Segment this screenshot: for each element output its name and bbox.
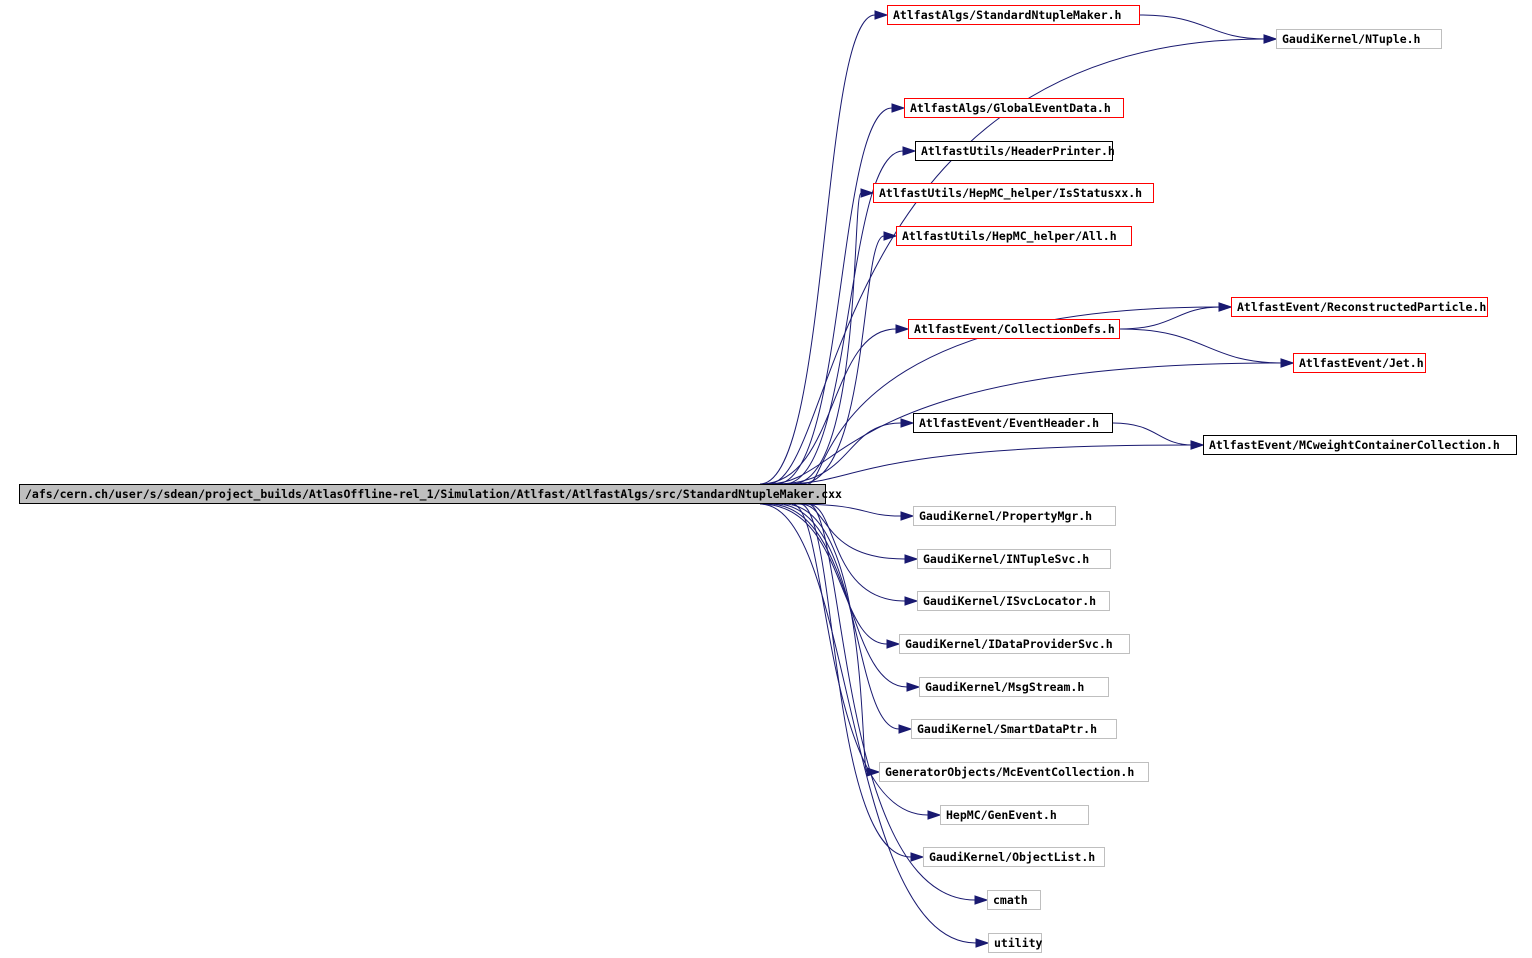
- edge-root-to-is_statusxx_h: [791, 192, 863, 485]
- include-node-utility[interactable]: utility: [988, 933, 1042, 953]
- root-file-node[interactable]: /afs/cern.ch/user/s/sdean/project_builds…: [19, 484, 842, 504]
- include-node-global-event-data-h[interactable]: AtlfastAlgs/GlobalEventData.h: [904, 98, 1124, 118]
- edge-event_header_h-to-mcweight_h: [1112, 422, 1194, 446]
- edge-root-to-header_printer_h: [783, 150, 905, 485]
- include-node-collection-defs-h[interactable]: AtlfastEvent/CollectionDefs.h: [908, 319, 1120, 339]
- arrowhead-intuple_svc_h: [904, 554, 919, 564]
- edge-root-to-hepmc_helper_all_h: [799, 235, 886, 485]
- edge-root-to-intuple_svc_h: [799, 503, 907, 560]
- arrowhead-is_statusxx_h: [860, 188, 875, 198]
- edge-root-to-ntuple_h: [767, 38, 1266, 485]
- include-node-event-header-h[interactable]: AtlfastEvent/EventHeader.h: [913, 413, 1113, 433]
- edge-root-to-collection_defs_h: [759, 328, 898, 485]
- arrowhead-hepmc_helper_all_h: [883, 231, 898, 241]
- arrowhead-idata_provider_svc_h: [886, 639, 901, 649]
- arrowhead-jet_h: [1280, 358, 1295, 368]
- edge-root-to-reconstructed_particle_h: [807, 306, 1221, 485]
- include-node-intuple-svc-h[interactable]: GaudiKernel/INTupleSvc.h: [917, 549, 1111, 569]
- edge-std_ntuple_maker_h-to-ntuple_h: [1139, 14, 1267, 40]
- edge-root-to-utility: [759, 503, 978, 944]
- edge-root-to-event_header_h: [775, 422, 903, 485]
- arrowhead-event_header_h: [900, 418, 915, 428]
- edge-collection_defs_h-to-reconstructed_particle_h: [1119, 306, 1222, 330]
- arrowhead-smart_data_ptr_h: [898, 724, 913, 734]
- include-node-mc-event-collection-h[interactable]: GeneratorObjects/McEventCollection.h: [879, 762, 1149, 782]
- include-node-mcweight-h[interactable]: AtlfastEvent/MCweightContainerCollection…: [1203, 435, 1517, 455]
- include-node-smart-data-ptr-h[interactable]: GaudiKernel/SmartDataPtr.h: [911, 719, 1117, 739]
- arrowhead-reconstructed_particle_h: [1218, 302, 1233, 312]
- arrowhead-isvc_locator_h: [904, 596, 919, 606]
- arrowhead-std_ntuple_maker_h: [874, 10, 889, 20]
- arrowhead-collection_defs_h: [895, 324, 910, 334]
- include-node-isvc-locator-h[interactable]: GaudiKernel/ISvcLocator.h: [917, 591, 1110, 611]
- arrowhead-msg_stream_h: [906, 682, 921, 692]
- edge-root-to-idata_provider_svc_h: [759, 503, 889, 645]
- include-node-gen-event-h[interactable]: HepMC/GenEvent.h: [940, 805, 1089, 825]
- edge-root-to-property_mgr_h: [791, 503, 903, 517]
- include-node-is-statusxx-h[interactable]: AtlfastUtils/HepMC_helper/IsStatusxx.h: [873, 183, 1154, 203]
- arrowhead-mcweight_h: [1190, 440, 1205, 450]
- include-node-msg-stream-h[interactable]: GaudiKernel/MsgStream.h: [919, 677, 1109, 697]
- include-node-std-ntuple-maker-h[interactable]: AtlfastAlgs/StandardNtupleMaker.h: [887, 5, 1140, 25]
- include-node-header-printer-h[interactable]: AtlfastUtils/HeaderPrinter.h: [915, 141, 1115, 161]
- include-node-hepmc-helper-all-h[interactable]: AtlfastUtils/HepMC_helper/All.h: [896, 226, 1132, 246]
- arrowhead-utility: [975, 938, 990, 948]
- arrowhead-cmath: [974, 895, 989, 905]
- include-node-idata-provider-svc-h[interactable]: GaudiKernel/IDataProviderSvc.h: [899, 634, 1130, 654]
- edge-root-to-mc_event_collection_h: [783, 503, 869, 773]
- arrowhead-gen_event_h: [927, 810, 942, 820]
- edge-root-to-mcweight_h: [783, 444, 1193, 485]
- edge-root-to-global_event_data_h: [775, 107, 894, 485]
- edge-root-to-object_list_h: [799, 503, 913, 858]
- edge-root-to-cmath: [807, 503, 977, 901]
- arrowhead-property_mgr_h: [900, 511, 915, 521]
- include-node-property-mgr-h[interactable]: GaudiKernel/PropertyMgr.h: [913, 506, 1116, 526]
- include-node-reconstructed-particle-h[interactable]: AtlfastEvent/ReconstructedParticle.h: [1231, 297, 1488, 317]
- include-node-ntuple-h[interactable]: GaudiKernel/NTuple.h: [1276, 29, 1442, 49]
- edge-collection_defs_h-to-jet_h: [1119, 328, 1284, 364]
- include-node-jet-h[interactable]: AtlfastEvent/Jet.h: [1293, 353, 1426, 373]
- include-node-object-list-h[interactable]: GaudiKernel/ObjectList.h: [923, 847, 1105, 867]
- edge-root-to-smart_data_ptr_h: [775, 503, 901, 730]
- arrowhead-mc_event_collection_h: [866, 767, 881, 777]
- edge-root-to-std_ntuple_maker_h: [759, 14, 877, 485]
- arrowhead-header_printer_h: [902, 146, 917, 156]
- edge-root-to-gen_event_h: [791, 503, 930, 816]
- edge-root-to-jet_h: [767, 362, 1283, 485]
- arrowhead-object_list_h: [910, 852, 925, 862]
- edge-root-to-isvc_locator_h: [807, 503, 907, 602]
- arrowhead-global_event_data_h: [891, 103, 906, 113]
- arrowhead-ntuple_h: [1263, 34, 1278, 44]
- include-node-cmath[interactable]: cmath: [987, 890, 1041, 910]
